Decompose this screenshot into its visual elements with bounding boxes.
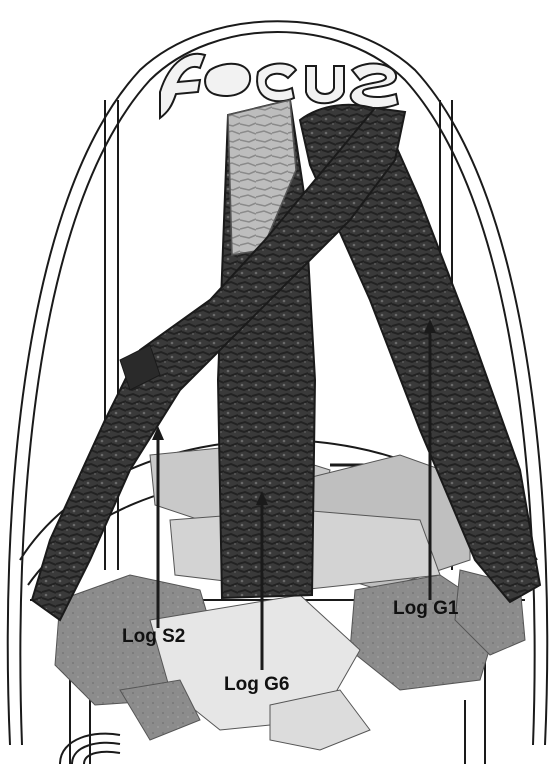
log-g6 [218,100,315,598]
label-log-s2: Log S2 [122,627,185,646]
label-log-g6: Log G6 [224,675,289,694]
label-log-g1: Log G1 [393,599,458,618]
